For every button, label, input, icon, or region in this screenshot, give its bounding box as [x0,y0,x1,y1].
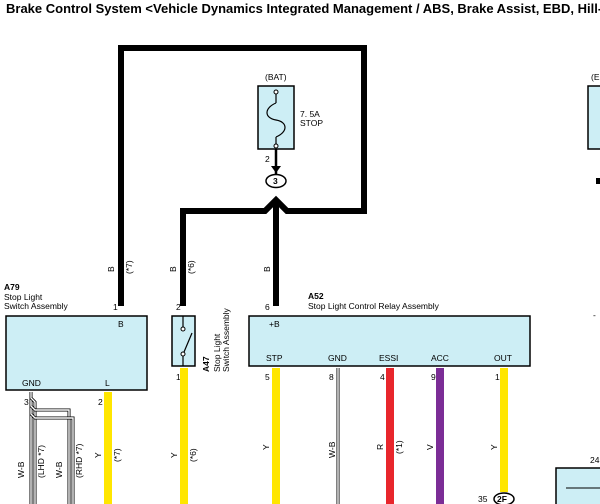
a52-pin-top: 6 [265,302,270,312]
a47-name-line2: Switch Assembly [221,307,231,372]
wire-code-b-2: B [168,266,178,272]
a79-gnd-note-1: (LHD *7) [36,445,46,478]
a52-pin-stp: 5 [265,372,270,382]
a79-gnd-code-1: W-B [16,461,26,478]
a52-pin-out: 1 [495,372,500,382]
a52-pin-essi: 4 [380,372,385,382]
junction-connector [265,173,287,189]
connector-2f-label: 2F [497,494,507,504]
a79-l-wire [104,392,112,504]
a52-term-acc: ACC [431,353,449,363]
a47-pin-top: 2 [176,302,181,312]
a47-code: A47 [201,356,211,372]
a52-name: Stop Light Control Relay Assembly [308,301,440,311]
a52-pin-gnd: 8 [329,372,334,382]
right-partial-box [555,467,600,504]
a52-pin-acc: 9 [431,372,436,382]
title-bar: Brake Control System <Vehicle Dynamics I… [0,0,600,20]
right-partial-dash: - [593,310,596,320]
junction-arrow [271,166,281,173]
a52-term-b: +B [269,319,280,329]
a79-pin-gnd: 3 [24,397,29,407]
a47-wire-code: Y [169,452,179,458]
a52-out-code: Y [489,444,499,450]
a52-out-wire [500,368,508,492]
fuse-pin: 2 [265,154,270,164]
a47-pin-bottom: 1 [176,372,181,382]
junction-label: 3 [273,176,278,186]
a79-code: A79 [4,282,20,292]
a47-name-line1: Stop Light [212,333,222,372]
a52-acc-wire [436,368,444,504]
wire-code-b-3: B [262,266,272,272]
a47-wire-note: (*6) [188,448,198,462]
a52-gnd-code: W-B [327,441,337,458]
a52-essi-note: (*1) [394,440,404,454]
a52-term-gnd: GND [328,353,347,363]
a79-switch-box [5,315,148,391]
a52-stp-wire [272,368,280,504]
a52-code: A52 [308,291,324,301]
wire-note-b-1: (*7) [124,260,134,274]
a52-essi-code: R [375,444,385,450]
a52-term-essi: ESSI [379,353,398,363]
a79-pin-top: 1 [113,302,118,312]
page-title: Brake Control System <Vehicle Dynamics I… [6,1,600,16]
fuse-stop [257,85,295,150]
a79-name-line2: Switch Assembly [4,301,69,311]
a52-term-out: OUT [494,353,512,363]
fuse-rating: 7. 5A [300,109,320,119]
battery-label: (BAT) [265,72,287,82]
a79-term-b: B [118,319,124,329]
a79-term-gnd: GND [22,378,41,388]
right-partial-fuse [587,85,600,150]
a52-acc-code: V [425,444,435,450]
right-partial-e-label: (E [591,72,600,82]
right-partial-num: 24 [590,455,600,465]
a52-essi-wire [386,368,394,504]
a79-gnd-note-2: (RHD *7) [74,443,84,478]
fuse-name: STOP [300,118,323,128]
a79-pin-l: 2 [98,397,103,407]
a52-stp-code: Y [261,444,271,450]
wire-code-b-1: B [106,266,116,272]
a79-term-l: L [105,378,110,388]
wire-note-b-2: (*6) [186,260,196,274]
a79-gnd-code-2: W-B [54,461,64,478]
a79-name-line1: Stop Light [4,292,43,302]
connector-2f-pin: 35 [478,494,488,504]
wire-b-loop [118,45,367,306]
a79-l-code: Y [93,452,103,458]
connector-2f [493,492,515,504]
a47-switch-symbol [180,316,193,366]
a79-l-note: (*7) [112,448,122,462]
a52-term-stp: STP [266,353,283,363]
a52-relay-box [248,315,531,367]
a79-gnd-wires [29,392,75,504]
a47-wire [180,368,188,504]
